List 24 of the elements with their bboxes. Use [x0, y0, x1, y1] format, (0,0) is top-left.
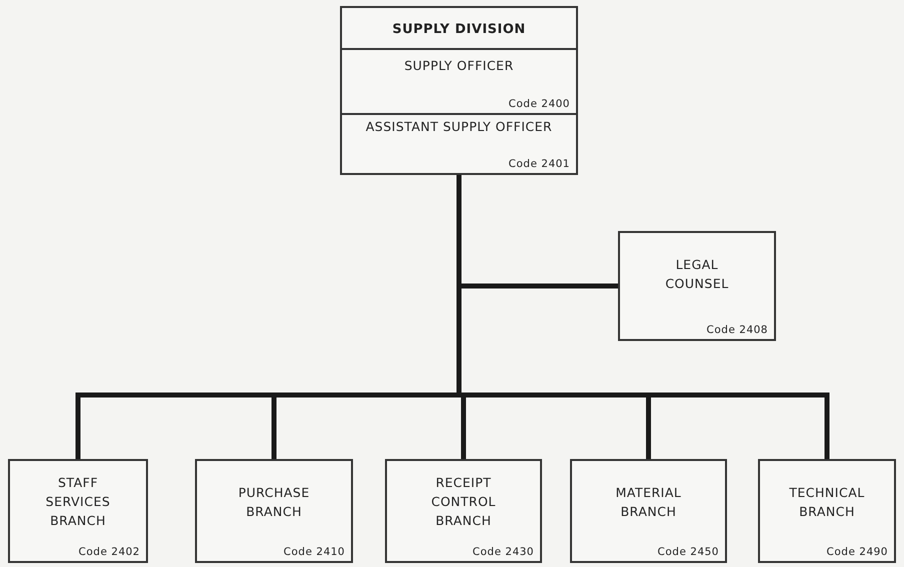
- unit-code: Code 2490: [826, 546, 888, 558]
- org-unit-box: [195, 459, 353, 563]
- unit-code: Code 2430: [472, 546, 534, 558]
- division-box: [340, 6, 578, 175]
- org-unit-box: [758, 459, 896, 563]
- unit-code: Code 2400: [508, 98, 570, 110]
- org-unit-box: [385, 459, 542, 563]
- unit-title: RECEIPT CONTROL BRANCH: [430, 474, 497, 530]
- unit-title: SUPPLY OFFICER: [403, 57, 515, 75]
- unit-code: Code 2402: [78, 546, 140, 558]
- org-unit-box: [618, 231, 776, 341]
- unit-title: LEGAL COUNSEL: [664, 256, 730, 293]
- org-unit-box: [570, 459, 727, 563]
- unit-code: Code 2401: [508, 158, 570, 170]
- unit-title: ASSISTANT SUPPLY OFFICER: [364, 118, 554, 136]
- unit-title: SUPPLY DIVISION: [391, 21, 527, 39]
- unit-title: PURCHASE BRANCH: [237, 484, 311, 521]
- unit-code: Code 2410: [284, 546, 345, 558]
- unit-code: Code 2408: [706, 324, 768, 336]
- org-unit-box: [8, 459, 148, 563]
- unit-code: Code 2450: [658, 546, 719, 558]
- unit-title: TECHNICAL BRANCH: [788, 484, 866, 521]
- unit-title: STAFF SERVICES BRANCH: [44, 474, 112, 530]
- unit-title: MATERIAL BRANCH: [614, 484, 682, 521]
